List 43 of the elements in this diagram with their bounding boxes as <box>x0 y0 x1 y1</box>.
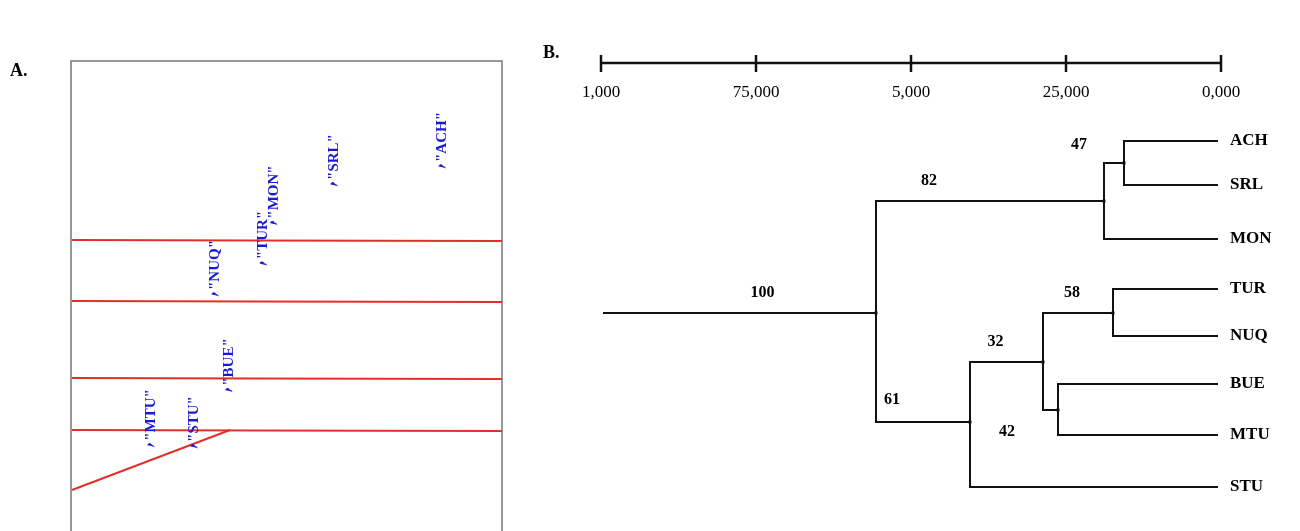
tree-branch <box>1042 361 1059 411</box>
sample-label: "STU" <box>184 395 202 442</box>
panel-label: B. <box>543 42 560 63</box>
sample-label: "BUE" <box>219 337 237 386</box>
sample-label: "NUQ" <box>205 239 223 290</box>
leaf-label: TUR <box>1230 278 1266 298</box>
tick-label: 0,000 <box>1201 82 1241 102</box>
sample-label: "MTU" <box>141 388 159 441</box>
tree-branch <box>1057 383 1219 411</box>
tree-branch <box>602 312 877 314</box>
tick-label: 75,000 <box>732 82 780 102</box>
branch-point <box>874 311 878 315</box>
tree-branch <box>1123 140 1219 164</box>
tree-branch <box>875 312 971 423</box>
branch-point <box>1122 161 1126 165</box>
branch-point <box>1041 360 1045 364</box>
leaf-label: SRL <box>1230 174 1264 194</box>
tree-branch <box>1112 312 1219 337</box>
leaf-label: NUQ <box>1230 325 1268 345</box>
tree-branch <box>969 421 1219 488</box>
tree-branch <box>1112 288 1219 314</box>
tree-branch <box>875 200 1105 314</box>
leaf-label: MTU <box>1230 424 1270 444</box>
tree-branch <box>969 361 1044 423</box>
tick-label: 5,000 <box>891 82 931 102</box>
tree-branch <box>1123 162 1219 186</box>
tree-branch <box>1103 162 1125 202</box>
branch-point <box>1056 408 1060 412</box>
tree-branch <box>1042 312 1114 363</box>
tree-branch <box>1103 200 1219 240</box>
tree-branch <box>1057 409 1219 436</box>
leaf-label: ACH <box>1230 130 1268 150</box>
panel-label: A. <box>10 60 28 81</box>
branch-point <box>968 420 972 424</box>
sample-label: "SRL" <box>324 133 342 180</box>
tick-label: 1,000 <box>581 82 621 102</box>
leaf-label: MON <box>1230 228 1272 248</box>
branch-point <box>1111 311 1115 315</box>
branch-point <box>1102 199 1106 203</box>
leaf-label: BUE <box>1230 373 1265 393</box>
tick-label: 25,000 <box>1042 82 1090 102</box>
sample-label: "ACH" <box>432 111 450 162</box>
leaf-label: STU <box>1230 476 1264 496</box>
